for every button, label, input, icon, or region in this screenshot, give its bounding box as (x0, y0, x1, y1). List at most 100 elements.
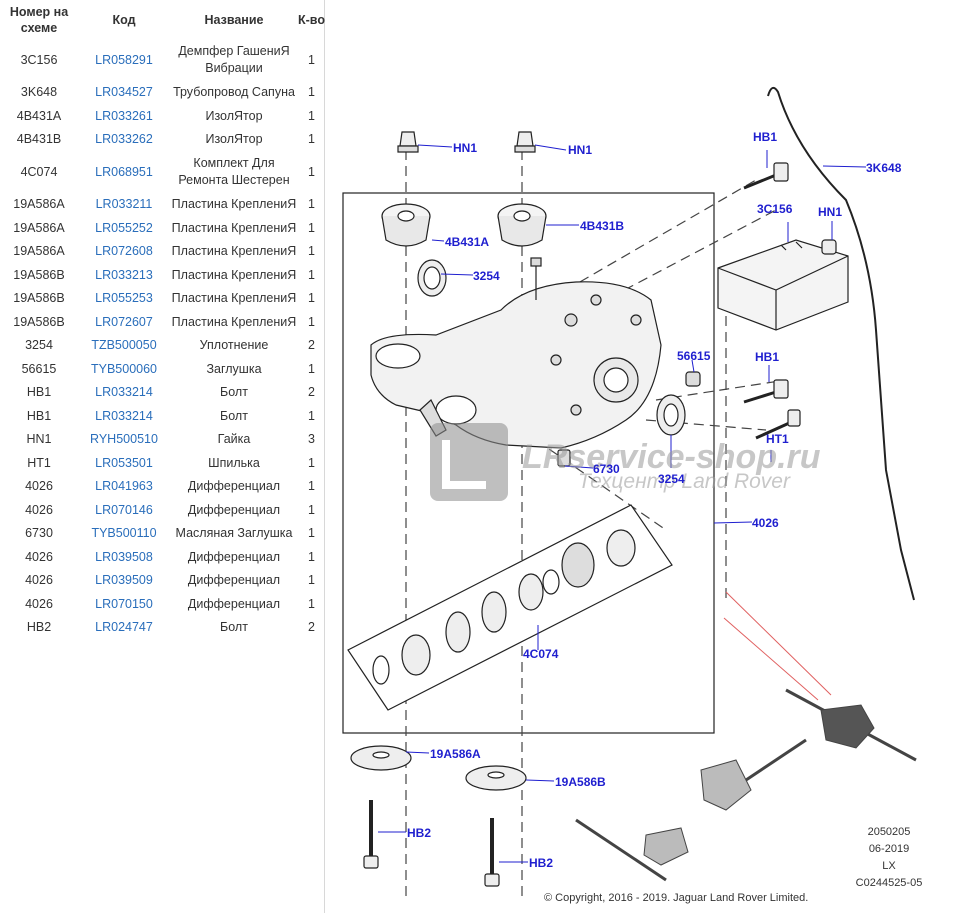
part-code-link[interactable]: LR041963 (95, 479, 153, 493)
part-code-link[interactable]: TYB500060 (90, 361, 158, 376)
col-header-code: Код (112, 12, 136, 27)
part-code-link[interactable]: LR070146 (95, 502, 153, 517)
part-code-link[interactable]: LR058291 (95, 52, 153, 67)
part-code-link[interactable]: LR033262 (95, 132, 153, 146)
callout-6730: 6730 (593, 462, 620, 476)
cell-qty: 1 (308, 244, 315, 258)
cell-num: 19A586A (13, 197, 65, 211)
cell-qty: 1 (308, 455, 315, 470)
cell-num: 19A586B (13, 314, 65, 329)
cell-qty: 1 (308, 164, 315, 179)
cell-name: Болт (220, 385, 248, 399)
cell-code: LR033211 (78, 193, 170, 217)
isolator-4b431b (497, 203, 547, 247)
cell-code: LR058291 (78, 39, 170, 81)
locator-line-1 (725, 591, 832, 696)
copyright-text: © Copyright, 2016 - 2019. Jaguar Land Ro… (544, 892, 808, 904)
part-code-link[interactable]: LR055253 (95, 291, 153, 305)
cell-code: LR033262 (78, 128, 170, 152)
table-row: 4C074 LR068951 Комплект Для Ремонта Шестер… (0, 151, 325, 193)
cell-num: 4C074 (20, 164, 58, 179)
cell-code: LR068951 (78, 151, 170, 193)
cell-num: HN1 (26, 432, 52, 446)
part-code-link[interactable]: LR033214 (95, 408, 153, 423)
part-code-link[interactable]: LR053501 (95, 455, 153, 470)
part-code-link[interactable]: TYB500110 (91, 526, 157, 540)
cell-code: LR033214 (78, 404, 170, 428)
cell-num: 56615 (21, 361, 57, 376)
part-code-link[interactable]: LR024747 (95, 620, 153, 634)
part-code-link[interactable]: LR072608 (95, 244, 153, 258)
cell-name: Болт (220, 408, 248, 423)
nut-hn1-left (397, 131, 419, 153)
cell-code: LR039509 (78, 569, 170, 593)
cell-qty: 1 (308, 408, 315, 423)
part-code-link[interactable]: TZB500050 (91, 338, 157, 352)
part-code-link[interactable]: LR072607 (95, 314, 153, 329)
cell-qty: 2 (308, 620, 315, 634)
part-code-link[interactable]: LR068951 (95, 164, 153, 179)
callout-3254-top: 3254 (473, 269, 500, 283)
cell-qty: 1 (308, 132, 315, 146)
callout-56615: 56615 (677, 349, 711, 363)
callout-hn1-mid: HN1 (568, 143, 592, 157)
cell-code: RYH500510 (78, 428, 170, 452)
cell-code: LR024747 (78, 616, 170, 640)
part-code-link[interactable]: LR033211 (95, 197, 153, 211)
cell-name: Болт (220, 620, 248, 634)
bolt-hb1-top (743, 162, 789, 190)
cell-qty: 1 (308, 52, 315, 67)
col-header-qty: К-во (298, 12, 325, 27)
part-code-link[interactable]: LR033214 (95, 385, 153, 399)
part-code-link[interactable]: LR039508 (95, 549, 153, 564)
diagram-meta-1: 2050205 (868, 826, 911, 838)
cell-name: Дифференциал (187, 573, 281, 587)
cell-qty: 1 (308, 85, 315, 99)
cell-num: HB1 (26, 385, 52, 399)
cell-num: 19A586A (13, 220, 65, 235)
cell-qty: 1 (308, 361, 315, 376)
callout-3c156: 3C156 (757, 202, 793, 216)
part-code-link[interactable]: LR055252 (95, 220, 153, 235)
cell-qty: 3 (308, 432, 315, 446)
cell-code: LR041963 (78, 475, 170, 499)
cell-name: Масляная Заглушка (175, 526, 293, 540)
part-code-link[interactable]: LR034527 (95, 85, 153, 99)
part-code-link[interactable]: LR070150 (95, 596, 153, 611)
part-code-link[interactable]: RYH500510 (90, 432, 158, 446)
cell-num: 4B431B (16, 132, 62, 146)
cell-qty: 1 (308, 573, 315, 587)
callout-19a586a: 19A586A (430, 747, 481, 761)
cell-code: TYB500110 (78, 522, 170, 546)
cell-name: Дифференциал (187, 549, 281, 564)
cell-qty: 1 (308, 220, 315, 235)
cell-code: LR034527 (78, 81, 170, 105)
diagram-meta-2: 06-2019 (869, 843, 909, 855)
cell-num: 19A586A (13, 244, 65, 258)
callout-19a586b: 19A586B (555, 775, 606, 789)
cell-qty: 1 (308, 267, 315, 282)
exploded-diagram: LRservice-shop.ru Техцентр Land Rover HN… (326, 0, 960, 913)
table-header-row: Номер на схеме Код Название К-во (0, 0, 325, 39)
cell-name: Демпфер ГашениЯ Вибрации (178, 44, 290, 75)
callout-hb2-left: HB2 (407, 826, 431, 840)
watermark-logo (430, 423, 508, 501)
part-code-link[interactable]: LR033261 (95, 108, 153, 123)
part-code-link[interactable]: LR033213 (95, 267, 153, 282)
vehicle-location-thumbnail (575, 688, 917, 882)
part-code-link[interactable]: LR039509 (95, 573, 153, 587)
cell-name: Комплект Для Ремонта Шестерен (178, 156, 290, 187)
locator-line-2 (723, 617, 819, 701)
